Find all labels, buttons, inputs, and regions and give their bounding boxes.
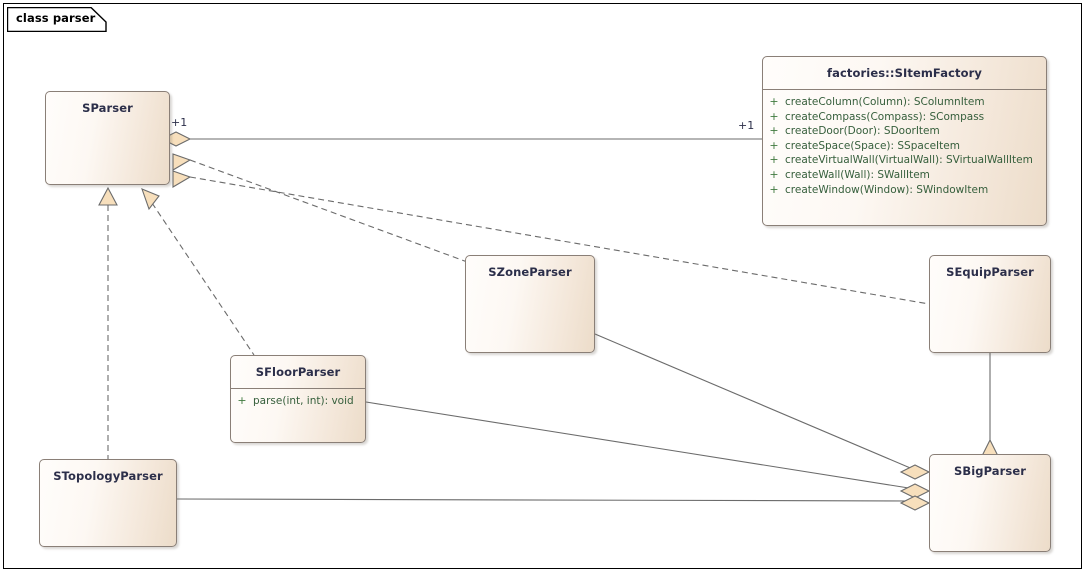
member-row: + createWindow(Window): SWindowItem	[763, 183, 1046, 198]
class-box-sitemfactory[interactable]: factories::SItemFactory + createColumn(C…	[762, 56, 1047, 226]
member-signature: parse(int, int): void	[253, 395, 354, 407]
member-list-sfloorparser: + parse(int, int): void	[231, 389, 365, 415]
member-row: + createSpace(Space): SSpaceItem	[763, 139, 1046, 154]
class-box-sbigparser[interactable]: SBigParser	[929, 454, 1051, 552]
class-name-sequipparser: SEquipParser	[946, 265, 1034, 279]
visibility-marker: +	[769, 109, 779, 123]
member-row: + createVirtualWall(VirtualWall): SVirtu…	[763, 153, 1046, 168]
member-row: + createWall(Wall): SWallItem	[763, 168, 1046, 183]
relationship-szoneparser-sparser[interactable]	[172, 153, 471, 264]
class-divider	[231, 388, 365, 389]
frame-tab-shape	[7, 7, 107, 32]
class-box-stopologyparser[interactable]: STopologyParser	[39, 459, 177, 547]
relationship-stopologyparser-sbigparser[interactable]	[176, 495, 931, 511]
member-signature: createWindow(Window): SWindowItem	[785, 183, 989, 196]
class-box-szoneparser[interactable]: SZoneParser	[465, 255, 595, 353]
multiplicity-sitemfactory-end: +1	[738, 119, 755, 132]
visibility-marker: +	[769, 182, 779, 196]
member-row: + createDoor(Door): SDoorItem	[763, 124, 1046, 139]
member-signature: createSpace(Space): SSpaceItem	[785, 139, 960, 152]
class-box-sequipparser[interactable]: SEquipParser	[929, 255, 1051, 353]
class-divider	[763, 89, 1046, 90]
member-signature: createColumn(Column): SColumnItem	[785, 96, 985, 108]
relationship-szoneparser-sbigparser[interactable]	[594, 333, 931, 480]
class-name-sbigparser: SBigParser	[953, 464, 1027, 478]
visibility-marker: +	[237, 394, 247, 407]
frame-tab-label: class parser	[16, 11, 96, 25]
class-name-sitemfactory: factories::SItemFactory	[827, 66, 982, 80]
diagram-frame: class parser .ln{stroke:#6b6b6b;stroke-w…	[3, 3, 1082, 569]
member-signature: createVirtualWall(VirtualWall): SVirtual…	[785, 154, 1033, 167]
member-signature: createDoor(Door): SDoorItem	[785, 125, 940, 138]
member-row: + createColumn(Column): SColumnItem	[763, 95, 1046, 110]
relationship-sequipparser-sparser[interactable]	[172, 170, 930, 305]
class-name-sparser: SParser	[82, 101, 133, 115]
visibility-marker: +	[769, 138, 779, 152]
relationship-sfloorparser-sbigparser[interactable]	[365, 401, 931, 499]
class-box-sfloorparser[interactable]: SFloorParser + parse(int, int): void	[230, 355, 366, 443]
relationship-sparser-sitemfactory[interactable]	[160, 131, 765, 147]
member-signature: createWall(Wall): SWallItem	[785, 168, 930, 181]
class-box-sparser[interactable]: SParser	[45, 91, 170, 185]
visibility-marker: +	[769, 95, 779, 108]
member-signature: createCompass(Compass): SCompass	[785, 110, 985, 123]
relationship-layer: .ln{stroke:#6b6b6b;stroke-width:1.1;fill…	[98, 131, 998, 511]
relationship-stopologyparser-sparser[interactable]	[98, 186, 118, 459]
member-row: + createCompass(Compass): SCompass	[763, 110, 1046, 125]
visibility-marker: +	[769, 124, 779, 138]
member-list-sitemfactory: + createColumn(Column): SColumnItem + cr…	[763, 90, 1046, 203]
relationship-sequipparser-sbigparser[interactable]	[982, 353, 998, 470]
member-row: + parse(int, int): void	[231, 394, 365, 409]
class-name-sfloorparser: SFloorParser	[255, 365, 341, 379]
visibility-marker: +	[769, 167, 779, 181]
relationship-sfloorparser-sparser[interactable]	[141, 188, 255, 356]
class-name-stopologyparser: STopologyParser	[53, 469, 163, 483]
visibility-marker: +	[769, 153, 779, 167]
multiplicity-sparser-end: +1	[171, 116, 188, 129]
class-name-szoneparser: SZoneParser	[488, 265, 572, 279]
